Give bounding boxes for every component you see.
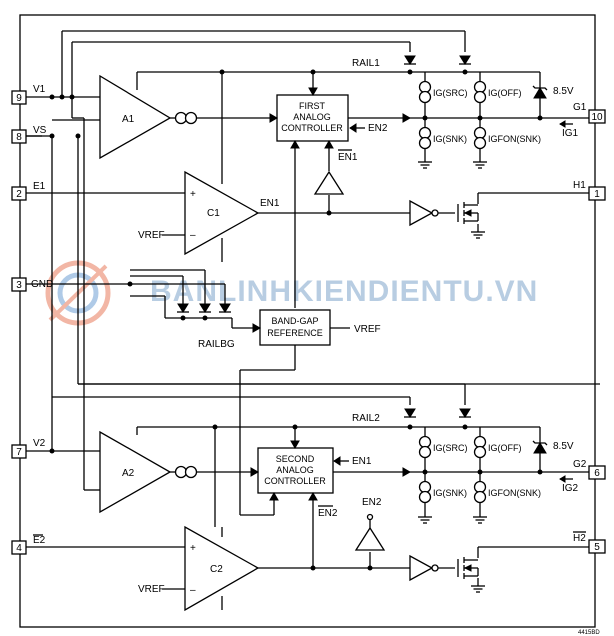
chip-outline [19, 14, 596, 628]
svg-text:1: 1 [594, 189, 600, 200]
svg-text:C1: C1 [207, 208, 220, 219]
svg-text:8.5V: 8.5V [553, 441, 574, 452]
svg-text:IG2: IG2 [562, 483, 579, 494]
amplifier-a1: A1 [99, 74, 198, 160]
svg-text:FIRST: FIRST [299, 101, 326, 111]
svg-text:EN1: EN1 [352, 456, 372, 467]
svg-text:EN2: EN2 [368, 123, 388, 134]
comparator-c1: + – C1 EN1 VREF [138, 170, 280, 256]
svg-text:G1: G1 [573, 102, 587, 113]
svg-text:8.5V: 8.5V [553, 86, 574, 97]
output-driver-h1 [409, 199, 486, 239]
svg-text:RAILBG: RAILBG [198, 339, 235, 350]
svg-text:IG(SRC): IG(SRC) [433, 443, 468, 453]
svg-text:H2: H2 [573, 533, 586, 544]
svg-text:VS: VS [33, 125, 47, 136]
wires [26, 30, 600, 610]
svg-text:4: 4 [16, 543, 22, 554]
svg-text:IGFON(SNK): IGFON(SNK) [488, 488, 541, 498]
svg-text:H1: H1 [573, 180, 586, 191]
svg-text:EN1: EN1 [260, 198, 280, 209]
svg-text:EN2: EN2 [318, 508, 338, 519]
current-sources-bottom: IG(SRC) IG(OFF) IG(SNK) IGFON(SNK) 8.5V … [417, 435, 579, 524]
svg-text:–: – [190, 230, 196, 241]
pin-g2: 6 G2 [573, 459, 606, 480]
svg-text:CONTROLLER: CONTROLLER [264, 476, 326, 486]
pin-e1: 2 E1 [11, 181, 46, 201]
svg-text:–: – [190, 585, 196, 596]
svg-text:7: 7 [16, 447, 22, 458]
junction-dots [49, 69, 543, 571]
comparator-c2: + – C2 VREF [138, 525, 260, 612]
svg-text:G2: G2 [573, 459, 587, 470]
pin-v1: 9 V1 [11, 84, 46, 105]
svg-text:SECOND: SECOND [276, 454, 315, 464]
svg-text:IG(SRC): IG(SRC) [433, 88, 468, 98]
svg-text:IG1: IG1 [562, 128, 579, 139]
svg-text:V1: V1 [33, 84, 46, 95]
svg-text:IGFON(SNK): IGFON(SNK) [488, 134, 541, 144]
second-analog-controller: SECOND ANALOG CONTROLLER EN1 EN2 EN2 [250, 440, 386, 551]
pin-e2: 4 E2 [11, 534, 46, 555]
svg-text:VREF: VREF [138, 230, 165, 241]
rail1-label: RAIL1 [352, 58, 380, 69]
svg-text:IG(SNK): IG(SNK) [433, 488, 467, 498]
svg-text:E1: E1 [33, 181, 46, 192]
first-analog-controller: FIRST ANALOG CONTROLLER EN2 EN1 [269, 87, 388, 195]
current-sources-top: IG(SRC) IG(OFF) IG(SNK) IGFON(SNK) 8.5V … [417, 80, 579, 169]
svg-text:10: 10 [591, 112, 603, 123]
svg-text:E2: E2 [33, 535, 46, 546]
svg-text:+: + [190, 543, 196, 554]
pin-h1: 1 H1 [573, 180, 606, 201]
svg-text:C2: C2 [210, 564, 223, 575]
pin-vs: 8 VS [11, 125, 47, 144]
svg-text:5: 5 [594, 542, 600, 553]
svg-text:ANALOG: ANALOG [293, 112, 331, 122]
svg-text:8: 8 [16, 132, 22, 143]
pin-h2: 5 H2 [573, 531, 606, 554]
rail2-label: RAIL2 [352, 413, 380, 424]
svg-text:+: + [190, 189, 196, 200]
svg-text:IG(SNK): IG(SNK) [433, 134, 467, 144]
svg-text:EN2: EN2 [362, 497, 382, 508]
svg-text:9: 9 [16, 93, 22, 104]
svg-text:A1: A1 [122, 114, 135, 125]
svg-text:VREF: VREF [354, 324, 381, 335]
watermark-text: BANLINHKIENDIENTU.VN [150, 275, 538, 308]
bandgap-reference: BAND-GAP REFERENCE VREF RAILBG [198, 309, 381, 350]
svg-text:IG(OFF): IG(OFF) [488, 88, 522, 98]
svg-text:ANALOG: ANALOG [276, 465, 314, 475]
svg-text:IG(OFF): IG(OFF) [488, 443, 522, 453]
svg-text:BAND-GAP: BAND-GAP [271, 316, 318, 326]
figure-id: 4415BD [578, 630, 600, 636]
output-driver-h2 [409, 554, 486, 593]
svg-text:2: 2 [16, 189, 22, 200]
svg-text:A2: A2 [122, 468, 135, 479]
pin-v2: 7 V2 [11, 438, 46, 459]
svg-text:VREF: VREF [138, 584, 165, 595]
svg-text:6: 6 [594, 468, 600, 479]
svg-text:CONTROLLER: CONTROLLER [281, 123, 343, 133]
svg-text:V2: V2 [33, 438, 46, 449]
svg-text:3: 3 [16, 280, 22, 291]
svg-text:REFERENCE: REFERENCE [267, 328, 323, 338]
pin-g1: 10 G1 [573, 102, 606, 124]
amplifier-a2: A2 [99, 430, 198, 514]
svg-text:EN1: EN1 [338, 152, 358, 163]
